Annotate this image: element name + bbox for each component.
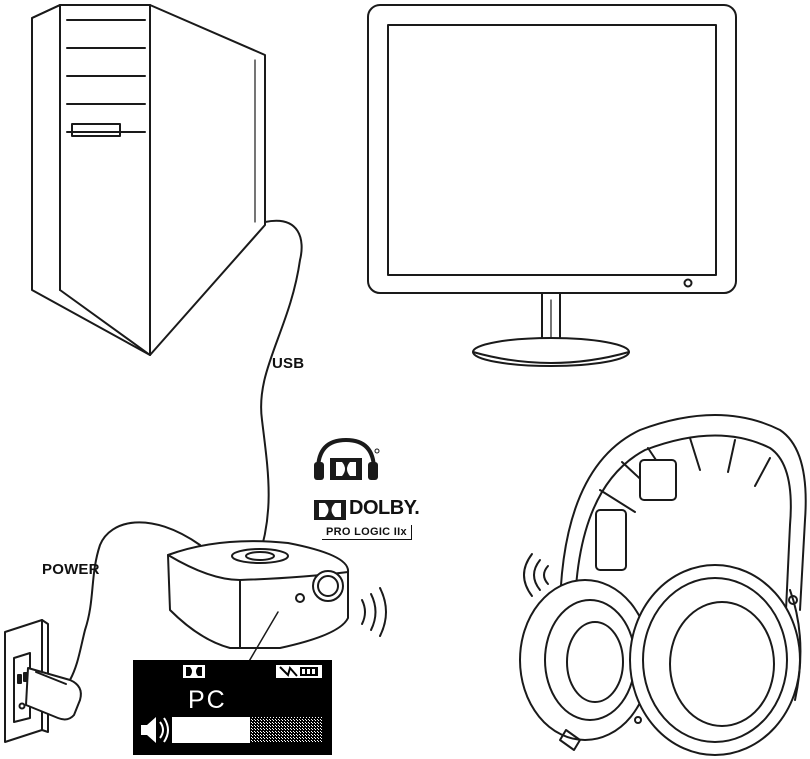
display-dolby-icon bbox=[183, 665, 205, 678]
dolby-headphone-icon bbox=[314, 440, 379, 480]
desktop-tower-icon bbox=[32, 5, 265, 355]
display-source-text: PC bbox=[188, 686, 227, 715]
wireless-transmitter-icon bbox=[168, 541, 348, 648]
battery-icon bbox=[276, 665, 322, 678]
wireless-headphones-icon bbox=[520, 415, 806, 755]
wall-outlet-icon bbox=[5, 620, 81, 742]
dolby-tagline: PRO LOGIC IIx bbox=[322, 525, 412, 540]
wireless-signal-icon-2 bbox=[524, 554, 548, 596]
usb-cable bbox=[258, 221, 302, 560]
wireless-signal-icon bbox=[362, 588, 386, 636]
device-display bbox=[133, 660, 332, 755]
usb-label: USB bbox=[272, 355, 304, 372]
volume-bar-fill bbox=[172, 717, 250, 743]
dolby-logo-icon bbox=[314, 500, 346, 520]
dolby-wordmark: DOLBY. bbox=[349, 497, 419, 520]
power-label: POWER bbox=[42, 561, 100, 578]
monitor-icon bbox=[368, 5, 736, 366]
